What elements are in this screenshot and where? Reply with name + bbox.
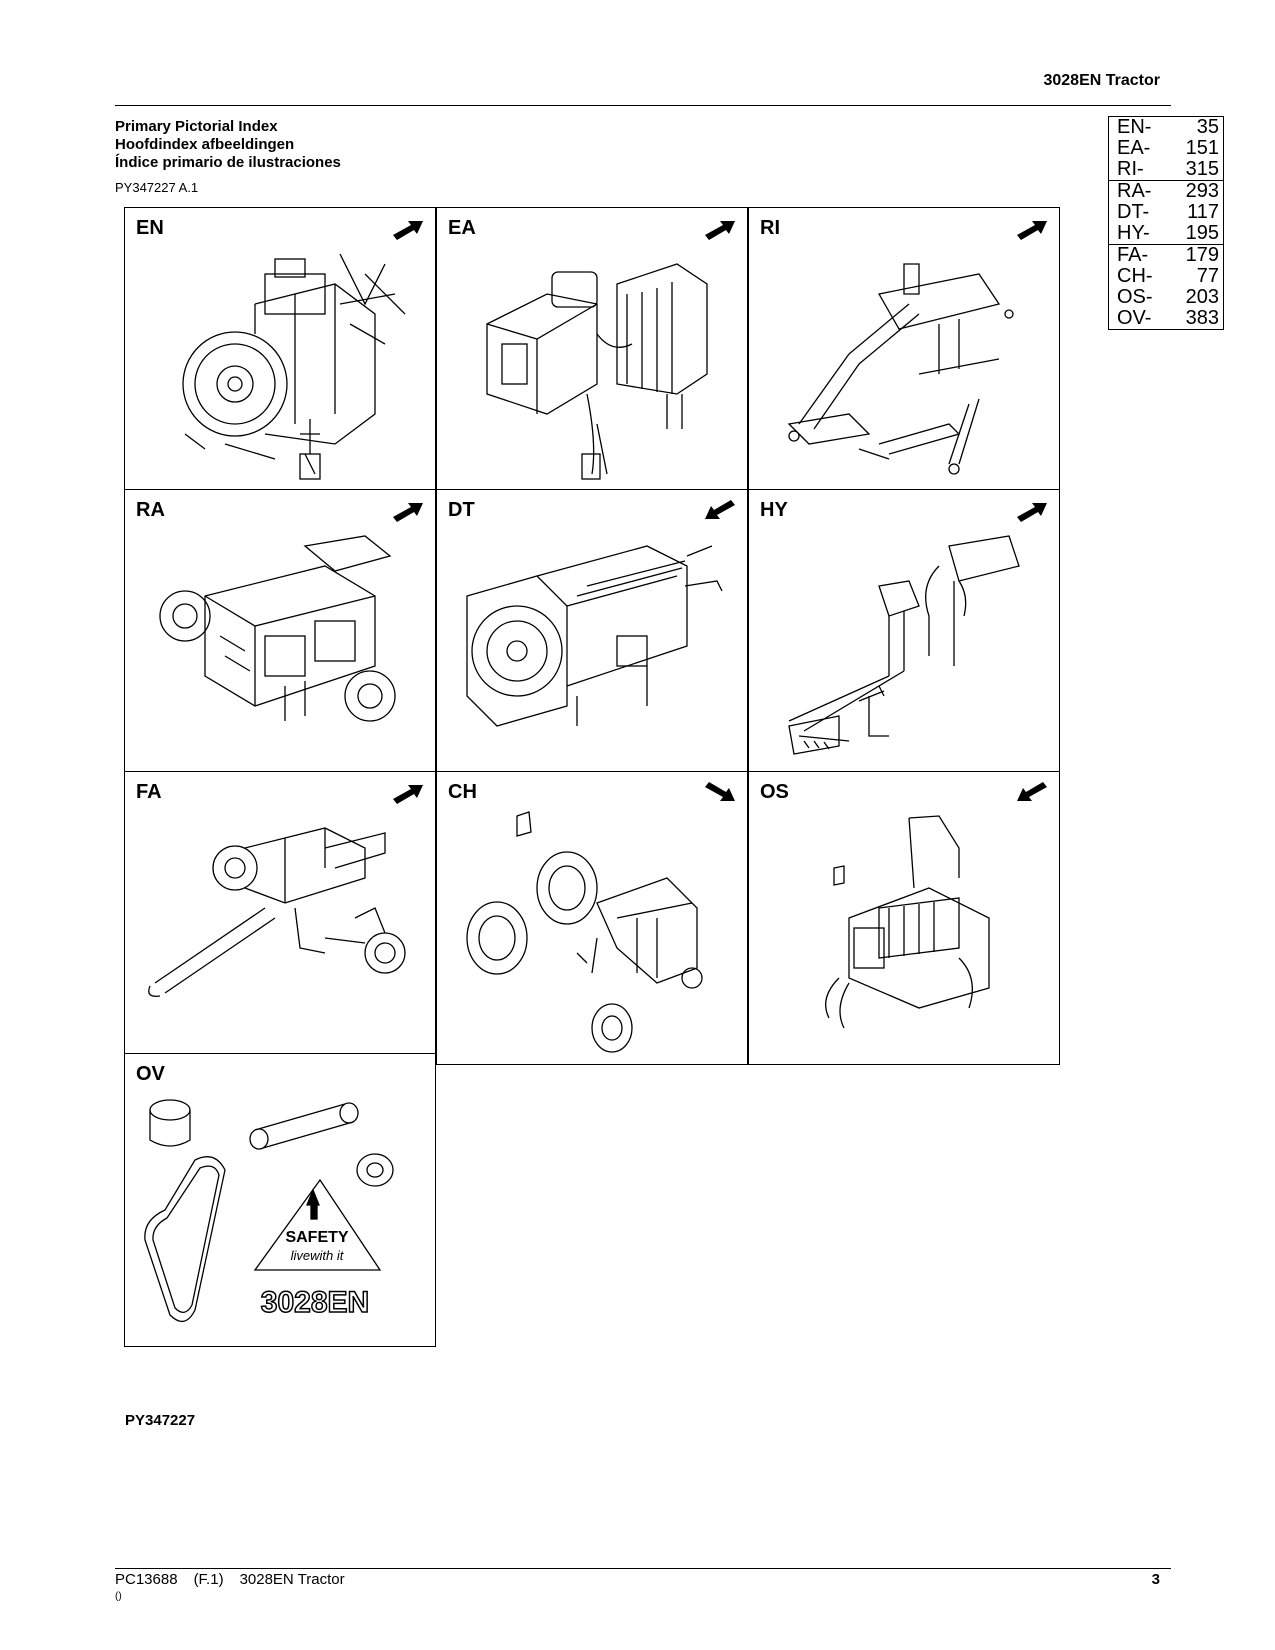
index-page: 203 (1185, 286, 1219, 308)
arrow-up-right-icon[interactable] (1015, 218, 1049, 240)
index-code: RA- (1117, 180, 1152, 202)
title-english: Primary Pictorial Index (115, 118, 278, 135)
cell-ra[interactable]: RA (124, 489, 436, 783)
cell-label: HY (760, 499, 788, 521)
index-page: 77 (1196, 265, 1219, 287)
footer-model: 3028EN Tractor (239, 1571, 345, 1588)
operator-station-illustration (825, 815, 990, 1029)
index-page: 383 (1185, 307, 1219, 329)
index-row[interactable]: OV- 383 (1109, 308, 1223, 329)
arrow-down-right-icon[interactable] (703, 782, 737, 804)
arrow-up-right-icon[interactable] (391, 218, 425, 240)
cell-en[interactable]: EN (124, 207, 436, 501)
title-spanish: Índice primario de ilustraciones (115, 154, 341, 171)
index-group: FA- 179 CH- 77 OS- 203 OV- 383 (1109, 245, 1223, 329)
index-row[interactable]: DT- 117 (1109, 202, 1223, 223)
index-row[interactable]: EA- 151 (1109, 138, 1223, 159)
title-block: Primary Pictorial Index Hoofdindex afbee… (115, 118, 341, 172)
page-header-title: 3028EN Tractor (1043, 72, 1160, 89)
index-page: 151 (1185, 137, 1219, 159)
cell-os[interactable]: OS (748, 771, 1060, 1065)
drive-train-illustration (466, 545, 723, 727)
overview-illustration: SAFETY livewith it 3028EN (144, 1099, 394, 1322)
chassis-illustration (466, 811, 703, 1053)
arrow-up-right-icon[interactable] (391, 500, 425, 522)
front-axle-illustration (148, 827, 406, 997)
index-row[interactable]: FA- 179 (1109, 245, 1223, 266)
index-code: CH- (1117, 265, 1153, 287)
index-page: 293 (1185, 180, 1219, 202)
cell-label: EN (136, 217, 164, 239)
rear-implement-hitch-illustration (787, 263, 1014, 475)
index-row[interactable]: EN- 35 (1109, 117, 1223, 138)
cell-label: EA (448, 217, 476, 239)
index-page: 315 (1185, 158, 1219, 180)
cell-label: RA (136, 499, 165, 521)
safety-decal-line2: livewith it (291, 1248, 345, 1263)
rear-axle-illustration (159, 535, 396, 722)
engine-auxiliary-illustration (486, 263, 708, 480)
index-page: 117 (1187, 201, 1219, 223)
index-group: RA- 293 DT- 117 HY- 195 (1109, 181, 1223, 245)
footer-left: PC13688 (F.1) 3028EN Tractor (115, 1571, 361, 1588)
figure-id-bottom: PY347227 (125, 1412, 196, 1429)
index-page: 195 (1185, 222, 1219, 244)
footer-rule (115, 1568, 1171, 1569)
index-row[interactable]: OS- 203 (1109, 287, 1223, 308)
index-code: EN- (1117, 116, 1152, 138)
index-row[interactable]: HY- 195 (1109, 223, 1223, 244)
cell-ov[interactable]: OV SAFETY livewith it 3028EN (124, 1053, 436, 1347)
arrow-up-right-icon[interactable] (1015, 500, 1049, 522)
cell-label: OV (136, 1063, 165, 1085)
section-index-table: EN- 35 EA- 151 RI- 315 RA- 293 DT- 117 HY- 195… (1108, 116, 1224, 330)
cell-label: CH (448, 781, 477, 803)
index-row[interactable]: RA- 293 (1109, 181, 1223, 202)
pictorial-index-grid: EN EA (124, 207, 1060, 1383)
header-rule (115, 105, 1171, 106)
index-page: 179 (1185, 244, 1219, 266)
arrow-up-right-icon[interactable] (391, 782, 425, 804)
cell-ea[interactable]: EA (436, 207, 748, 501)
index-row[interactable]: RI- 315 (1109, 159, 1223, 180)
index-code: OV- (1117, 307, 1152, 329)
cell-dt[interactable]: DT (436, 489, 748, 783)
index-row[interactable]: CH- 77 (1109, 266, 1223, 287)
index-group: EN- 35 EA- 151 RI- 315 (1109, 117, 1223, 181)
index-code: RI- (1117, 158, 1144, 180)
cell-label: FA (136, 781, 162, 803)
cell-label: RI (760, 217, 780, 239)
cell-fa[interactable]: FA (124, 771, 436, 1065)
cell-label: OS (760, 781, 789, 803)
cell-label: DT (448, 499, 475, 521)
figure-reference: PY347227 A.1 (115, 180, 199, 195)
cell-hy[interactable]: HY (748, 489, 1060, 783)
cell-ri[interactable]: RI (748, 207, 1060, 501)
arrow-down-left-icon[interactable] (1015, 782, 1049, 804)
safety-decal-line1: SAFETY (285, 1229, 348, 1246)
engine-illustration (182, 253, 406, 480)
title-dutch: Hoofdindex afbeeldingen (115, 136, 295, 153)
footer-revision: (F.1) (193, 1571, 224, 1588)
index-code: OS- (1117, 286, 1153, 308)
arrow-down-left-icon[interactable] (703, 500, 737, 522)
hydraulics-illustration (788, 535, 1020, 755)
index-code: HY- (1117, 222, 1150, 244)
footer-paren: () (115, 1591, 122, 1602)
model-badge: 3028EN (261, 1286, 369, 1319)
cell-ch[interactable]: CH (436, 771, 748, 1065)
page-number: 3 (1151, 1571, 1160, 1588)
index-page: 35 (1196, 116, 1219, 138)
footer-doc-id: PC13688 (115, 1571, 178, 1588)
arrow-up-right-icon[interactable] (703, 218, 737, 240)
index-code: FA- (1117, 244, 1149, 266)
index-code: DT- (1117, 201, 1150, 223)
index-code: EA- (1117, 137, 1151, 159)
